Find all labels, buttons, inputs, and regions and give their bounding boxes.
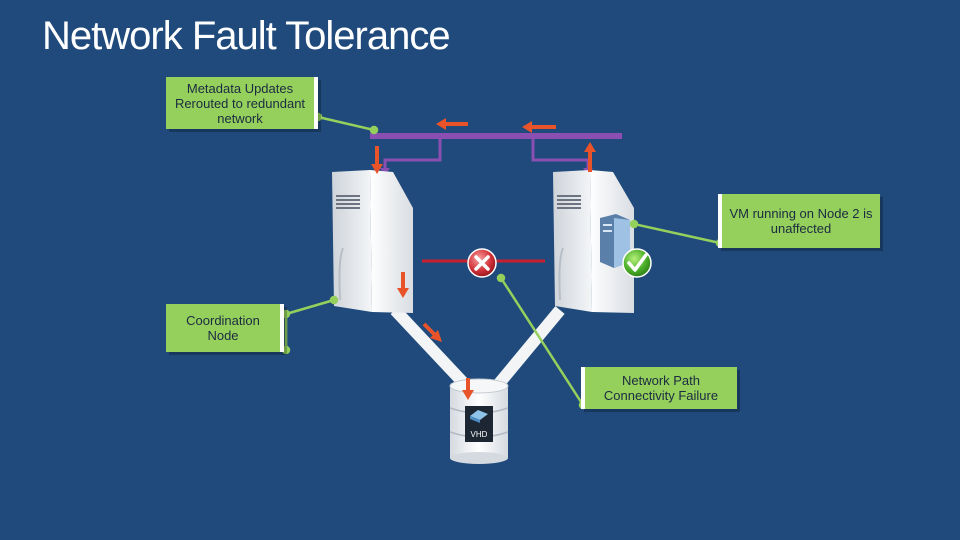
vm-icon <box>600 214 630 268</box>
callout-network-failure: Network Path Connectivity Failure <box>581 367 737 409</box>
arrow-up-node2 <box>584 142 596 172</box>
callout-coordination-node: Coordination Node <box>166 304 284 352</box>
arrow-down-node1 <box>371 146 383 174</box>
redundant-network <box>370 133 622 175</box>
callout-metadata-updates: Metadata Updates Rerouted to redundant n… <box>166 77 318 129</box>
arrow-diagonal-to-vhd <box>422 322 442 342</box>
data-flow-arrows <box>371 118 596 400</box>
arrow-left-2 <box>522 121 556 133</box>
error-x-icon <box>467 248 497 278</box>
arrow-left-1 <box>436 118 468 130</box>
storage-links <box>390 305 565 397</box>
arrow-down-vhd <box>462 378 474 400</box>
page-title: Network Fault Tolerance <box>42 14 451 58</box>
callout-connectors <box>281 112 725 410</box>
vhd-label: VHD <box>471 430 488 439</box>
checkmark-icon <box>622 248 652 278</box>
disk-stack-icon: VHD <box>449 378 509 464</box>
callout-vm-unaffected: VM running on Node 2 is unaffected <box>718 194 880 248</box>
arrow-down-node1-internal <box>397 272 409 298</box>
